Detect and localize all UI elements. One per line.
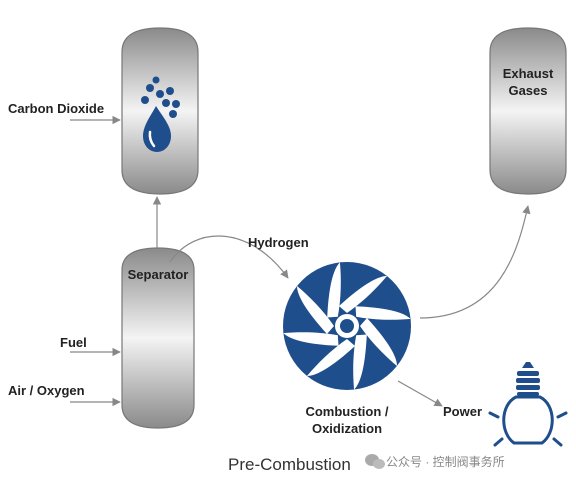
exhaust-label-line2: Gases (508, 83, 547, 98)
wechat-icon (365, 454, 385, 469)
separator-label: Separator (128, 267, 189, 282)
hydrogen-label: Hydrogen (248, 235, 309, 250)
lightbulb-icon (488, 362, 568, 447)
exhaust-arrow (419, 205, 531, 319)
flow-arrows (70, 115, 531, 407)
combustion-fan-icon (283, 262, 411, 390)
fan-blade (355, 306, 411, 320)
droplet-icon (141, 76, 180, 152)
combustion-label-line1: Combustion / (305, 404, 388, 419)
fan-blade (360, 318, 397, 366)
fan-blade (283, 332, 339, 346)
co2-vessel (121, 27, 199, 195)
power-arrow (397, 380, 443, 407)
watermark-text: 公众号 · 控制阀事务所 (386, 454, 505, 469)
fan-blade (297, 286, 334, 334)
exhaust-label-line1: Exhaust (503, 66, 554, 81)
carbon-dioxide-label: Carbon Dioxide (8, 101, 104, 116)
diagram-caption: Pre-Combustion (228, 455, 351, 474)
combustion-label-line2: Oxidization (312, 421, 382, 436)
fan-blade (339, 276, 387, 313)
hydrogen-arrow (169, 235, 289, 279)
separator-vessel (121, 247, 195, 429)
fuel-label: Fuel (60, 335, 87, 350)
power-label: Power (443, 404, 482, 419)
fan-blade (353, 334, 367, 390)
fan-blade (327, 262, 341, 318)
exhaust-vessel (489, 27, 567, 195)
air-oxygen-label: Air / Oxygen (8, 383, 85, 398)
fan-blade (307, 339, 355, 376)
